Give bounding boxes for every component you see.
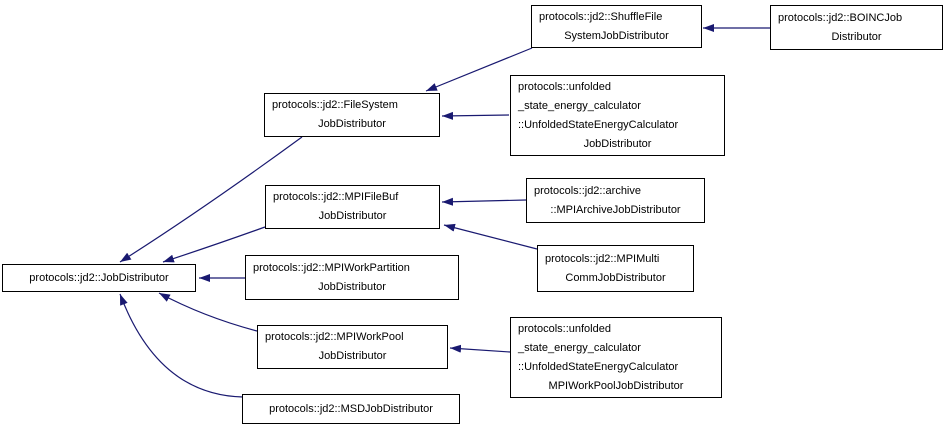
node-unfolded-state-energy-calculator-mpi-work-pool-job-distributor[interactable]: protocols::unfolded _state_energy_calcul… bbox=[510, 317, 722, 398]
edge-msd-to-jobdistributor bbox=[119, 293, 244, 398]
node-mpi-archive-job-distributor[interactable]: protocols::jd2::archive ::MPIArchiveJobD… bbox=[526, 178, 705, 223]
node-label-line: JobDistributor bbox=[583, 137, 652, 150]
node-label-line: protocols::jd2::FileSystem bbox=[272, 99, 398, 111]
node-label-line: protocols::jd2::MPIWorkPool bbox=[265, 331, 404, 343]
edge-mpimulticomm-to-mpifilebuf bbox=[443, 223, 538, 250]
node-unfolded-state-energy-calculator-job-distributor[interactable]: protocols::unfolded _state_energy_calcul… bbox=[510, 75, 725, 156]
node-mpi-work-pool-job-distributor[interactable]: protocols::jd2::MPIWorkPool JobDistribut… bbox=[257, 325, 448, 369]
node-label-line: CommJobDistributor bbox=[565, 271, 666, 284]
node-mpi-file-buf-job-distributor[interactable]: protocols::jd2::MPIFileBuf JobDistributo… bbox=[265, 185, 440, 229]
node-label-line: JobDistributor bbox=[318, 280, 386, 293]
node-label-line: Distributor bbox=[831, 30, 882, 43]
node-label-line: protocols::jd2::ShuffleFile bbox=[539, 10, 663, 23]
node-label-line: protocols::jd2::archive bbox=[534, 184, 641, 197]
node-label-line: protocols::unfolded bbox=[518, 322, 611, 335]
node-filesystem-job-distributor[interactable]: protocols::jd2::FileSystem JobDistributo… bbox=[264, 93, 440, 137]
node-shuffle-file-system-job-distributor[interactable]: protocols::jd2::ShuffleFile SystemJobDis… bbox=[531, 5, 702, 48]
node-label-line: ::UnfoldedStateEnergyCalculator bbox=[518, 118, 679, 131]
node-label-line: protocols::jd2::MPIFileBuf bbox=[273, 191, 399, 203]
edge-unfoldedcalculator-to-filesystem bbox=[441, 111, 510, 120]
node-label-line: _state_energy_calculator bbox=[518, 341, 641, 354]
node-label-line: ::UnfoldedStateEnergyCalculator bbox=[518, 360, 679, 373]
node-label-line: protocols::jd2::MPIWorkPartition bbox=[253, 261, 410, 274]
edge-mpiworkpool-to-jobdistributor bbox=[158, 292, 258, 332]
node-boinc-job-distributor[interactable]: protocols::jd2::BOINCJob Distributor bbox=[770, 5, 943, 50]
node-label-line: JobDistributor bbox=[318, 210, 387, 222]
node-label-line: protocols::jd2::JobDistributor bbox=[29, 271, 169, 284]
node-label-line: protocols::unfolded bbox=[518, 80, 611, 93]
node-label-line: protocols::jd2::BOINCJob bbox=[778, 11, 903, 24]
node-mpi-multi-comm-job-distributor[interactable]: protocols::jd2::MPIMulti CommJobDistribu… bbox=[537, 245, 694, 292]
node-label-line: MPIWorkPoolJobDistributor bbox=[548, 379, 684, 392]
node-label-line: protocols::jd2::MPIMulti bbox=[545, 252, 660, 265]
node-label-line: protocols::jd2::MSDJobDistributor bbox=[269, 402, 433, 415]
node-label-line: _state_energy_calculator bbox=[518, 99, 641, 112]
node-label-line: JobDistributor bbox=[318, 118, 386, 130]
node-mpi-work-partition-job-distributor[interactable]: protocols::jd2::MPIWorkPartition JobDist… bbox=[245, 255, 459, 300]
node-label-line: SystemJobDistributor bbox=[564, 29, 669, 42]
node-label-line: JobDistributor bbox=[318, 350, 387, 362]
node-label-line: ::MPIArchiveJobDistributor bbox=[550, 203, 681, 216]
edge-unfoldedcalculatormpi-to-mpiworkpool bbox=[449, 344, 511, 353]
node-job-distributor[interactable]: protocols::jd2::JobDistributor bbox=[2, 264, 196, 292]
node-msd-job-distributor[interactable]: protocols::jd2::MSDJobDistributor bbox=[242, 394, 460, 424]
edge-mpiarchive-to-mpifilebuf bbox=[441, 197, 527, 206]
